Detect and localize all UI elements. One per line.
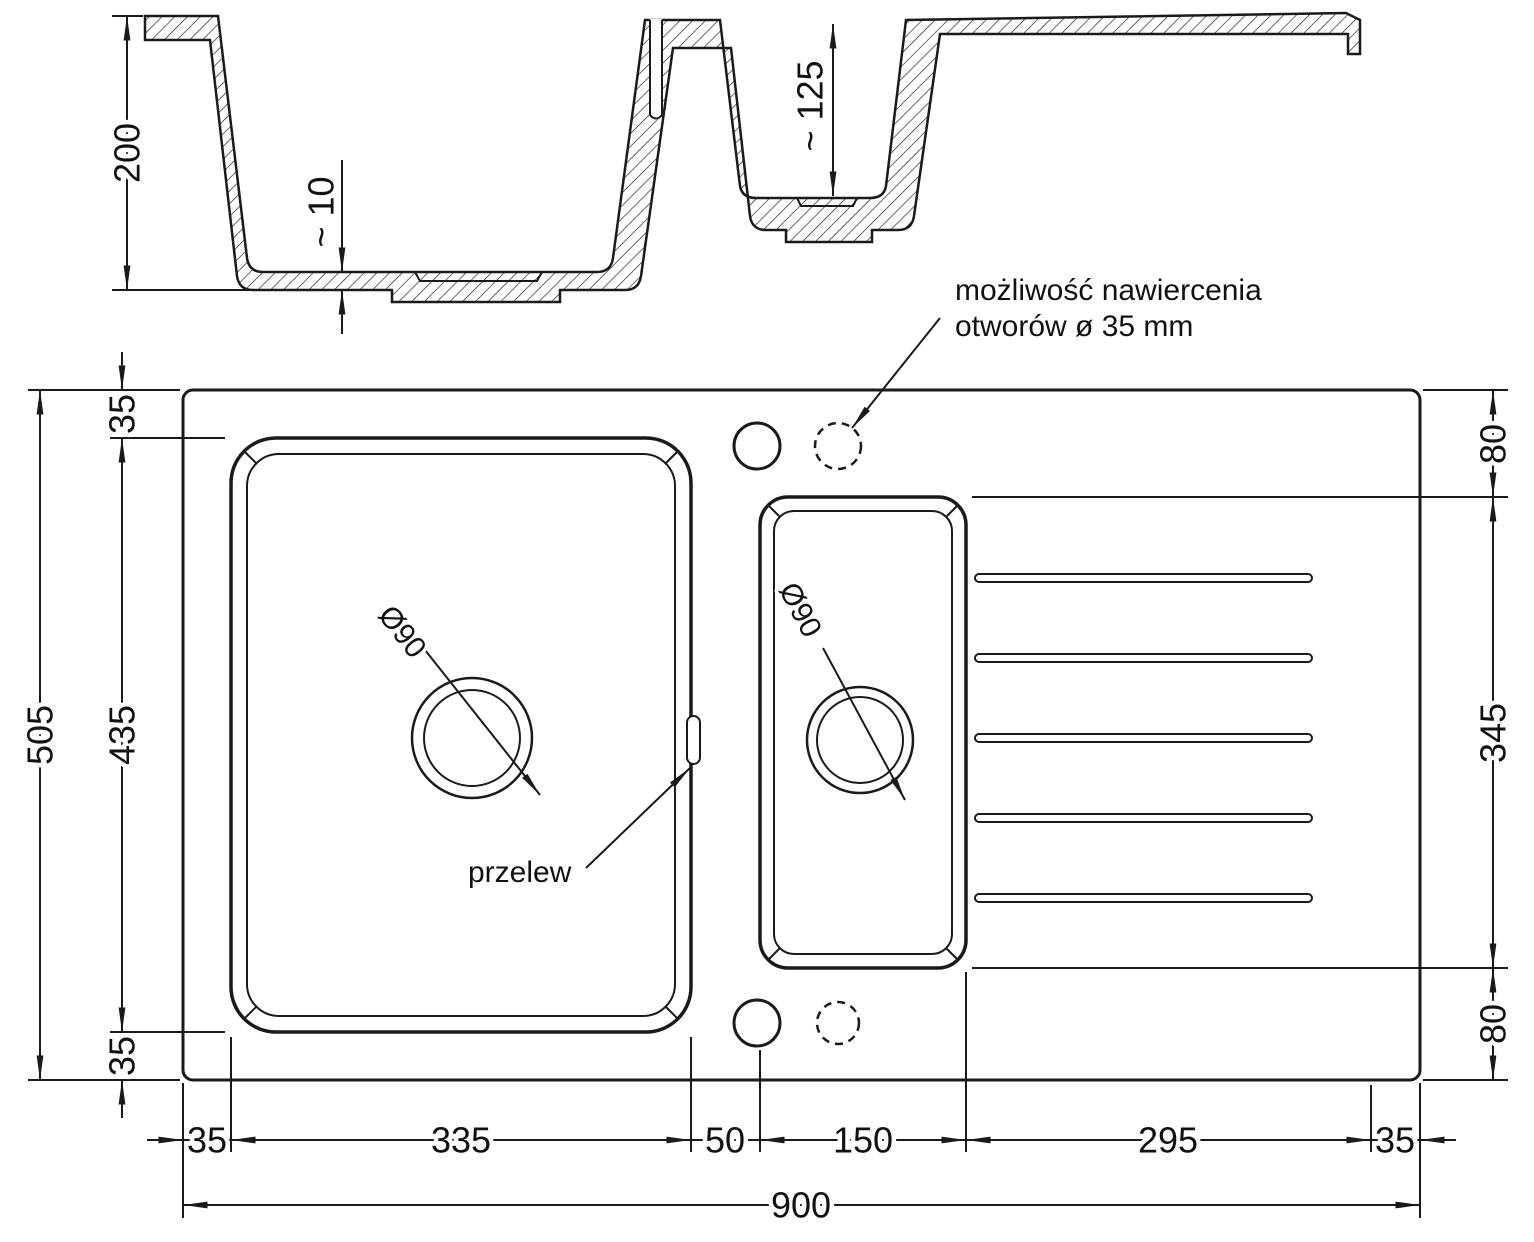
dim-height-bowl-value: 435: [102, 705, 143, 765]
dim-bowl-width-value: 335: [431, 1120, 491, 1161]
small-bowl-corner-ticks: [767, 504, 959, 961]
leader-line: [851, 317, 941, 429]
drill-note-callout: możliwość nawiercenia otworów ø 35 mm: [851, 271, 1266, 429]
corner-tick: [664, 450, 679, 465]
leader-line: [585, 767, 691, 869]
bottom-extension-lines: [182, 972, 1421, 1218]
dim-drainer-height: 345: [972, 497, 1518, 969]
dim-drainer-height-value: 345: [1473, 703, 1514, 763]
section-view: 200 ~ 10 ~ 125: [102, 11, 1362, 334]
drainer-groove: [974, 813, 1313, 823]
corner-tick: [945, 504, 959, 518]
small-drain-recess-line: [796, 197, 858, 207]
drainer-groove: [974, 653, 1313, 663]
dim-right-top-value: 80: [1473, 424, 1514, 464]
dim-right-margin: 35: [1370, 1115, 1456, 1165]
overflow-label: przelew: [468, 856, 572, 889]
dim-height-overall-value: 505: [20, 705, 61, 765]
dim-drainer-width-value: 295: [1138, 1120, 1198, 1161]
corner-tick: [243, 1005, 258, 1020]
optional-drill-hole-top: [813, 421, 863, 471]
overflow-callout: przelew: [465, 767, 691, 893]
drainer-groove: [974, 573, 1313, 583]
dim-right-margin-value: 35: [1375, 1120, 1415, 1161]
dim-bowl-gap: 50: [691, 1115, 760, 1165]
dim-depth-main-value: 200: [107, 123, 148, 183]
corner-tick: [945, 947, 959, 961]
section-profile: [143, 11, 1362, 304]
dim-drainer-width: 295: [966, 1115, 1371, 1165]
drainer-groove: [974, 733, 1313, 743]
dim-width-overall-value: 900: [771, 1185, 831, 1226]
tap-hole-top: [732, 421, 782, 471]
main-bowl-corner-ticks: [243, 450, 679, 1020]
drill-note-line2: otworów ø 35 mm: [955, 310, 1193, 343]
dim-margin-bottom-value: 35: [102, 1036, 143, 1076]
dim-margin-bottom: 35: [97, 1031, 147, 1118]
drainer-grooves: [974, 573, 1313, 903]
dim-depth-main: 200: [102, 15, 250, 291]
corner-tick: [664, 1005, 679, 1020]
leader-line: [822, 647, 906, 801]
dim-right-bottom: 80: [1423, 968, 1518, 1081]
dim-depth-small: ~ 125: [785, 24, 837, 196]
dim-width-overall: 900: [183, 1180, 1420, 1230]
dim-margin-top-value: 35: [102, 394, 143, 434]
main-drain-inner-circle: [423, 689, 521, 787]
dim-bowl-width: 335: [231, 1115, 691, 1165]
leader-line: [424, 649, 541, 796]
dim-small-bowl-width-value: 150: [833, 1120, 893, 1161]
plan-view: możliwość nawiercenia otworów ø 35 mm pr…: [15, 271, 1518, 1231]
dim-left-margin-value: 35: [187, 1120, 227, 1161]
corner-tick: [767, 504, 781, 518]
tap-hole-bottom: [732, 998, 782, 1048]
corner-tick: [243, 450, 258, 465]
dim-bowl-gap-value: 50: [705, 1120, 745, 1161]
overflow-slot: [686, 715, 701, 765]
overflow-channel-section: [649, 19, 663, 120]
dim-right-top: 80: [972, 389, 1518, 498]
dim-height-bowl: 435: [97, 437, 225, 1033]
dim-margin-top: 35: [97, 352, 147, 439]
overflow-channel-gap: [650, 19, 662, 115]
overflow-channel-bottom: [649, 114, 663, 120]
dim-depth-small-value: ~ 125: [790, 60, 831, 151]
dim-height-overall: 505: [15, 389, 180, 1081]
dim-left-margin: 35: [147, 1115, 232, 1165]
dim-small-bowl-width: 150: [760, 1115, 966, 1165]
dim-right-bottom-value: 80: [1473, 1004, 1514, 1044]
drainer-groove: [974, 893, 1313, 903]
dim-bottom-thickness: ~ 10: [296, 160, 346, 334]
dim-bottom-thickness-value: ~ 10: [301, 176, 342, 247]
optional-drill-hole-bottom: [815, 1000, 861, 1046]
corner-tick: [767, 947, 781, 961]
main-drain-recess-line: [414, 271, 543, 282]
small-drain-inner-circle: [816, 696, 904, 784]
drill-note-line1: możliwość nawiercenia: [955, 274, 1262, 307]
